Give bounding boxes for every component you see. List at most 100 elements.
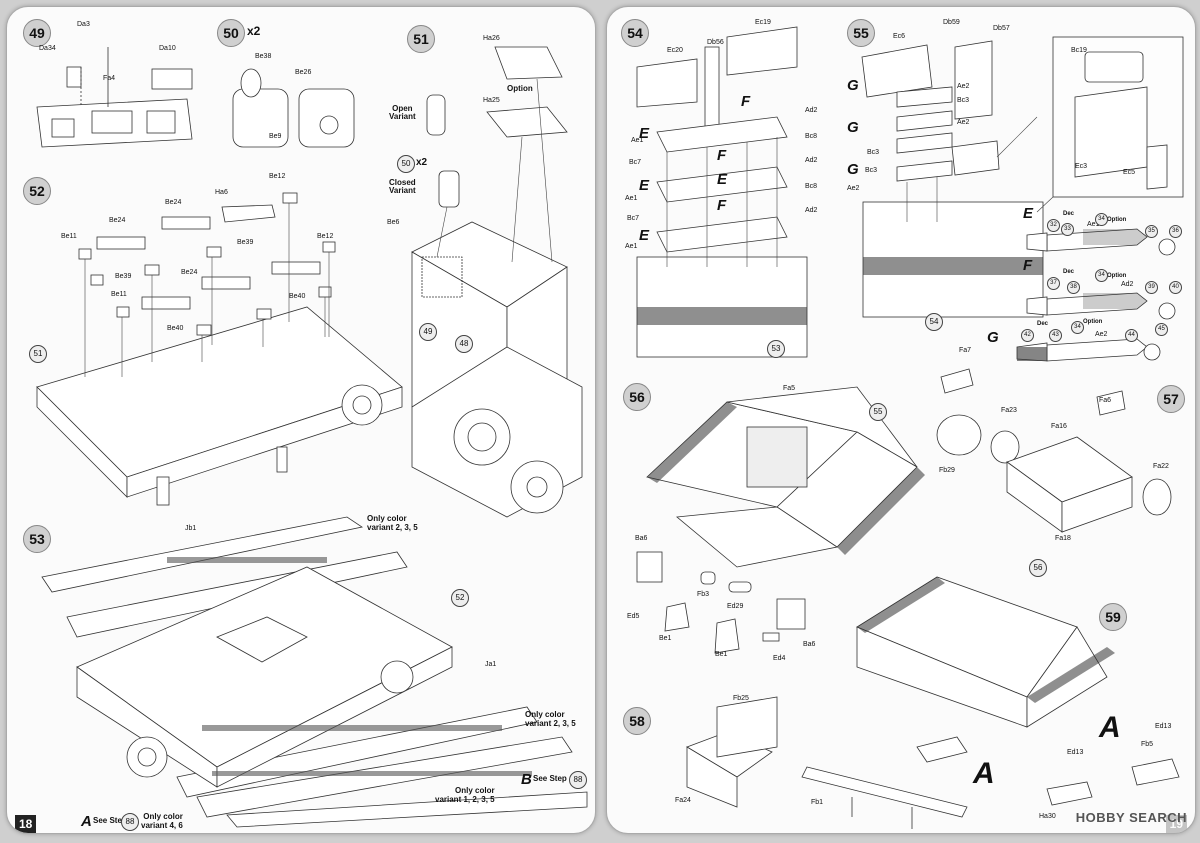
step-49-number: 49 [23,19,51,47]
see-step-a-letter: A [81,813,92,830]
ref-step-51: 51 [29,345,47,363]
ref-step-56: 56 [1029,559,1047,577]
part-label: Fa6 [1099,397,1112,404]
part-label: Ae2 [1095,331,1108,338]
color-variant-note: Only color variant 4, 6 [141,812,183,830]
part-label: Bc19 [1071,47,1087,54]
part-label: Ae1 [1087,221,1100,228]
step-59-number: 59 [1099,603,1127,631]
part-label: Fa23 [1001,407,1017,414]
step-57-number: 57 [1157,385,1185,413]
closed-multiplier: x2 [416,157,428,168]
ammo-letter: F [717,197,727,214]
part-label: Be9 [269,133,282,140]
part-label: Ae2 [957,83,970,90]
part-label: Be39 [237,239,254,246]
decal-num: 33 [1061,223,1074,236]
part-label: Be1 [659,635,672,642]
part-label: Ed13 [1155,723,1172,730]
see-step-a-text: See Step [93,816,127,825]
part-label: Fb25 [733,695,749,702]
step-50-number: 50 [217,19,245,47]
part-label: Db57 [993,25,1010,32]
ammo-letter: E [717,171,728,188]
ammo-e-letter: E [1023,205,1034,222]
sub-assembly-letter: A [973,757,995,790]
part-label: Ed29 [727,603,744,610]
decal-num: 39 [1145,281,1158,294]
part-label: Be12 [269,173,286,180]
part-label: Bc3 [867,149,880,156]
part-label: Bc8 [805,183,818,190]
part-label: Bc7 [627,215,640,222]
decal-num: 34 [1095,269,1108,282]
right-page-drawings [636,26,1184,829]
part-label: Be11 [61,233,77,240]
part-label: Be1 [715,651,728,658]
color-variant-note: Only color variant 1, 2, 3, 5 [435,786,495,804]
part-label: Be11 [111,291,127,298]
see-step-b-num: 88 [569,771,587,789]
part-label: Be26 [295,69,312,76]
see-step-b-text: See Step [533,774,567,783]
part-label: Be24 [109,217,126,224]
left-page-drawings [36,46,588,828]
part-label: Ec20 [667,47,683,54]
ammo-letter: F [717,147,727,164]
see-step-b-letter: B [521,771,532,788]
part-label: Fb3 [697,591,710,598]
dec-label: Dec [1037,321,1049,327]
part-label: Fa16 [1051,423,1067,430]
decal-num: 45 [1155,323,1168,336]
part-label: Ha25 [483,97,500,104]
part-label: Fa7 [959,347,972,354]
ref-step-49: 49 [419,323,437,341]
part-label: Fa24 [675,797,691,804]
decal-num: 43 [1049,329,1062,342]
decal-num: 37 [1047,277,1060,290]
ammo-letter: G [847,77,859,94]
decal-num: 36 [1169,225,1182,238]
step-58-number: 58 [623,707,651,735]
option-label: Option [1083,319,1103,325]
part-label: Ja1 [485,661,497,668]
part-label: Ha30 [1039,813,1056,820]
part-label: Ae1 [631,137,644,144]
page-number: 19 [1165,815,1187,833]
part-label: Ae2 [847,185,860,192]
part-label: Ae1 [625,195,638,202]
decal-num: 34 [1071,321,1084,334]
part-label: Fb29 [939,467,955,474]
part-label: Fa5 [783,385,796,392]
part-label: Db56 [707,39,724,46]
part-label: Fa22 [1153,463,1169,470]
part-label: Ad2 [805,207,818,214]
ammo-g-letter: G [987,329,999,346]
see-step-a-num: 88 [121,813,139,831]
decal-num: 38 [1067,281,1080,294]
part-label: Ed5 [627,613,640,620]
closed-step-ref: 50 [397,155,415,173]
option-label: Option [507,84,533,93]
part-label: Jb1 [185,525,197,532]
ref-step-54: 54 [925,313,943,331]
step-55-number: 55 [847,19,875,47]
part-label: Da34 [39,45,56,52]
ammo-letter: E [639,227,650,244]
part-label: Da3 [77,21,90,28]
step-52-number: 52 [23,177,51,205]
part-label: Ae2 [957,119,970,126]
part-label: Fb1 [811,799,824,806]
closed-variant-label: Closed Variant [389,178,416,195]
step-54-number: 54 [621,19,649,47]
ammo-letter: F [741,93,751,110]
part-label: Fa18 [1055,535,1071,542]
ammo-f-letter: F [1023,257,1033,274]
step-51-number: 51 [407,25,435,53]
part-label: Ed13 [1067,749,1084,756]
decal-num: 34 [1095,213,1108,226]
part-label: Bc7 [629,159,642,166]
part-label: Ba6 [635,535,648,542]
part-label: Be39 [115,273,132,280]
decal-num: 40 [1169,281,1182,294]
